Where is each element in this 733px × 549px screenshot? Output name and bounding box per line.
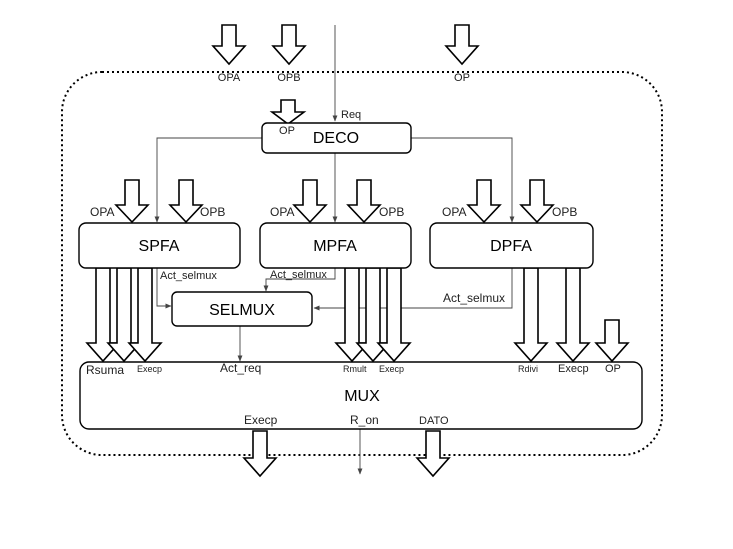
deco-op-label: OP <box>279 125 295 137</box>
mpfa-act-selmux-label: Act_selmux <box>270 269 327 281</box>
opa-top-arrow <box>211 24 247 66</box>
dato-output-label: DATO <box>419 415 449 427</box>
dpfa-rdivi-arrow <box>513 267 549 363</box>
spfa-opa-arrow <box>114 179 150 224</box>
spfa-opb-label: OPB <box>200 205 225 219</box>
rmult-label: Rmult <box>343 364 367 374</box>
execp-output-label: Execp <box>244 413 278 427</box>
spfa-out-arrow-1 <box>85 267 121 363</box>
req-label: Req <box>341 109 361 121</box>
dpfa-act-selmux-label: Act_selmux <box>443 291 505 305</box>
spfa-block: SPFA <box>78 222 241 269</box>
mpfa-execp-arrow <box>376 267 412 363</box>
spfa-execp-arrow <box>127 267 163 363</box>
bus-arrows <box>85 24 630 478</box>
mpfa-rmult-arrow <box>355 267 391 363</box>
dpfa-block: DPFA <box>429 222 594 269</box>
dpfa-opa-arrow <box>466 179 502 224</box>
spfa-opb-arrow <box>168 179 204 224</box>
mpfa-out-arrow-1 <box>334 267 370 363</box>
mpfa-label: MPFA <box>313 238 357 255</box>
system-boundary <box>61 71 663 456</box>
deco-block: DECO <box>261 122 412 154</box>
spfa-act-selmux-label: Act_selmux <box>160 270 217 282</box>
deco-label: DECO <box>313 130 359 147</box>
mpfa-opb-label: OPB <box>379 205 404 219</box>
mpfa-opb-arrow <box>346 179 382 224</box>
top-opa-label: OPA <box>218 72 241 84</box>
r-on-output-label: R_on <box>350 413 379 427</box>
mpfa-opa-arrow <box>292 179 328 224</box>
dpfa-opa-label: OPA <box>442 205 466 219</box>
top-op-label: OP <box>454 72 470 84</box>
mux-op-arrow <box>594 319 630 363</box>
dato-output-arrow <box>415 430 451 478</box>
execp-output-arrow <box>242 430 278 478</box>
dpfa-execp-label: Execp <box>558 363 589 375</box>
labels: OPA OPB OP Req OP OPA OPB OPA OPB OPA OP… <box>86 72 621 427</box>
dpfa-opb-arrow <box>519 179 555 224</box>
spfa-execp-label: Execp <box>137 364 162 374</box>
opb-top-arrow <box>271 24 307 66</box>
mpfa-opa-label: OPA <box>270 205 294 219</box>
mux-block: MUX <box>79 361 643 430</box>
spfa-opa-label: OPA <box>90 205 114 219</box>
selmux-block: SELMUX <box>171 291 313 327</box>
rsuma-label: Rsuma <box>86 363 124 377</box>
mux-op-label: OP <box>605 363 621 375</box>
mux-label: MUX <box>344 388 380 405</box>
dpfa-opb-label: OPB <box>552 205 577 219</box>
signal-wires <box>154 25 515 475</box>
op-top-arrow <box>444 24 480 66</box>
selmux-label: SELMUX <box>209 302 275 319</box>
top-opb-label: OPB <box>277 72 300 84</box>
act-req-label: Act_req <box>220 361 261 375</box>
spfa-label: SPFA <box>139 238 180 255</box>
op-deco-arrow <box>269 99 307 125</box>
mpfa-block: MPFA <box>259 222 412 269</box>
mpfa-execp-label: Execp <box>379 364 404 374</box>
dpfa-label: DPFA <box>490 238 532 255</box>
spfa-rsuma-arrow <box>106 267 142 363</box>
dpfa-execp-arrow <box>555 267 591 363</box>
rdivi-label: Rdivi <box>518 364 538 374</box>
